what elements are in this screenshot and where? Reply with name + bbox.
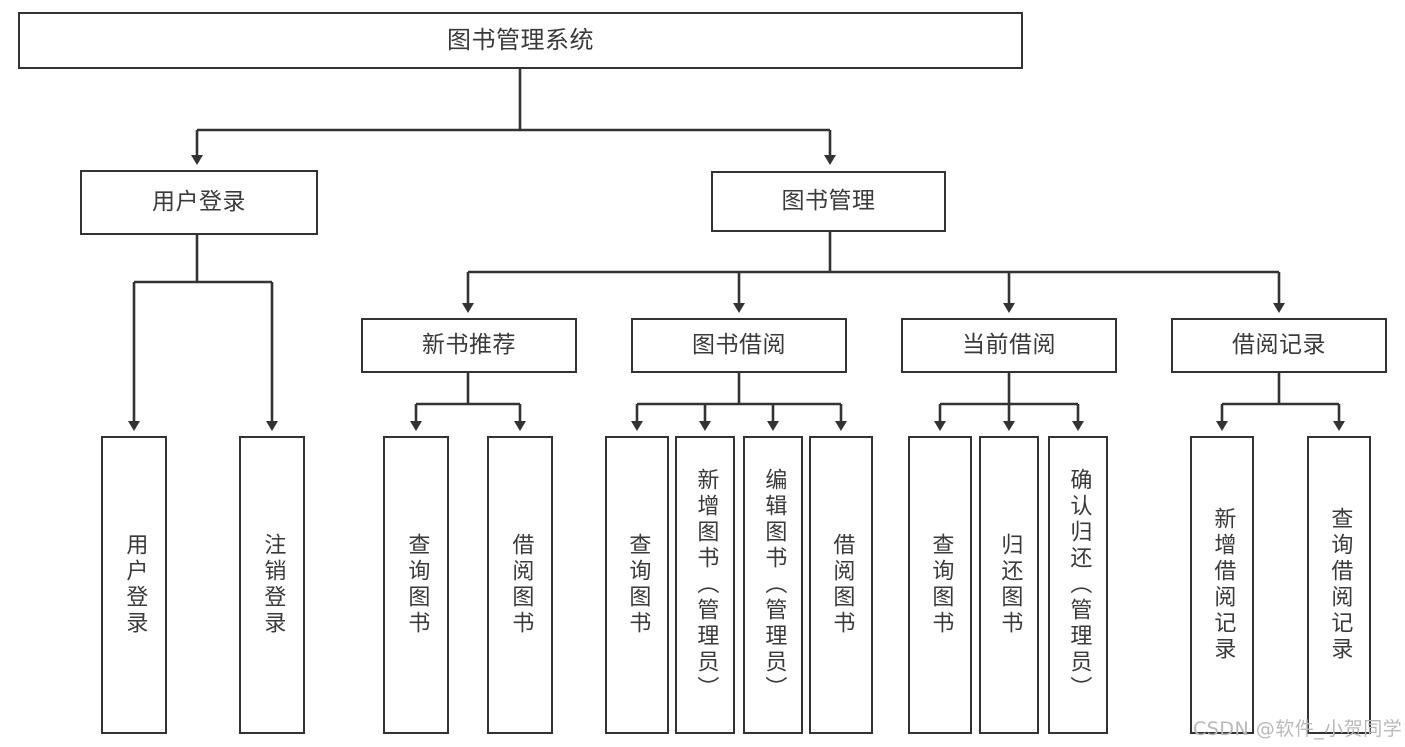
node-current-borrow[interactable]: 当前借阅 xyxy=(901,318,1117,373)
node-leaf-return-book-label: 归还图书 xyxy=(997,533,1023,637)
node-leaf-user-logout[interactable]: 注销登录 xyxy=(239,436,305,734)
node-book-manage[interactable]: 图书管理 xyxy=(711,171,946,232)
node-borrow-record[interactable]: 借阅记录 xyxy=(1171,318,1387,373)
node-leaf-query-record[interactable]: 查询借阅记录 xyxy=(1307,436,1371,734)
node-leaf-query-book-3-label: 查询图书 xyxy=(928,533,954,637)
node-leaf-add-book[interactable]: 新增图书（管理员） xyxy=(675,436,735,734)
node-leaf-user-login-label: 用户登录 xyxy=(122,533,148,637)
node-leaf-add-record[interactable]: 新增借阅记录 xyxy=(1190,436,1254,734)
node-leaf-user-login[interactable]: 用户登录 xyxy=(101,436,167,734)
node-root[interactable]: 图书管理系统 xyxy=(18,12,1023,69)
node-new-book-rec[interactable]: 新书推荐 xyxy=(361,318,577,373)
node-new-book-rec-label: 新书推荐 xyxy=(422,331,516,358)
node-leaf-borrow-book-1[interactable]: 借阅图书 xyxy=(487,436,553,734)
node-leaf-add-record-label: 新增借阅记录 xyxy=(1210,507,1236,663)
node-leaf-edit-book[interactable]: 编辑图书（管理员） xyxy=(743,436,803,734)
node-book-borrow-label: 图书借阅 xyxy=(692,331,786,358)
node-leaf-confirm-return-label: 确认归还（管理员） xyxy=(1066,468,1092,702)
node-leaf-query-record-label: 查询借阅记录 xyxy=(1327,507,1353,663)
node-leaf-query-book-1-label: 查询图书 xyxy=(404,533,430,637)
node-leaf-edit-book-label: 编辑图书（管理员） xyxy=(761,468,787,702)
node-leaf-add-book-label: 新增图书（管理员） xyxy=(693,468,719,702)
node-leaf-query-book-2-label: 查询图书 xyxy=(625,533,651,637)
node-borrow-record-label: 借阅记录 xyxy=(1232,331,1326,358)
node-leaf-borrow-book-2-label: 借阅图书 xyxy=(829,533,855,637)
node-user-login-label: 用户登录 xyxy=(152,188,246,215)
node-book-borrow[interactable]: 图书借阅 xyxy=(631,318,847,373)
node-leaf-query-book-3[interactable]: 查询图书 xyxy=(908,436,972,734)
node-leaf-user-logout-label: 注销登录 xyxy=(260,533,286,637)
node-leaf-query-book-2[interactable]: 查询图书 xyxy=(605,436,669,734)
node-leaf-return-book[interactable]: 归还图书 xyxy=(979,436,1039,734)
node-user-login[interactable]: 用户登录 xyxy=(80,170,318,235)
node-leaf-confirm-return[interactable]: 确认归还（管理员） xyxy=(1048,436,1108,734)
node-leaf-borrow-book-1-label: 借阅图书 xyxy=(508,533,534,637)
node-current-borrow-label: 当前借阅 xyxy=(962,331,1056,358)
node-book-manage-label: 图书管理 xyxy=(781,187,876,214)
node-leaf-query-book-1[interactable]: 查询图书 xyxy=(383,436,449,734)
node-leaf-borrow-book-2[interactable]: 借阅图书 xyxy=(809,436,873,734)
watermark: CSDN @软件_小贺同学 xyxy=(1193,718,1403,740)
node-root-label: 图书管理系统 xyxy=(447,26,594,55)
